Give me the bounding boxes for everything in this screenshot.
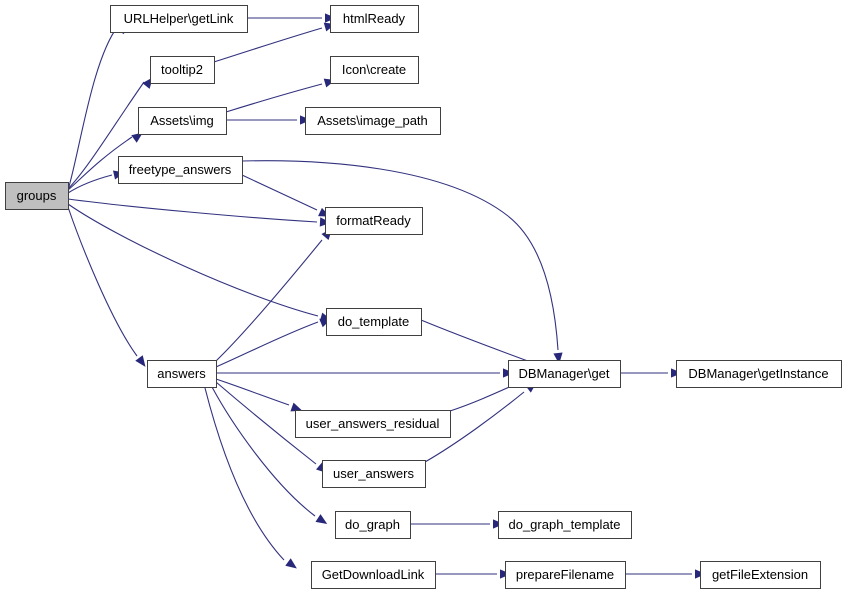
node-tooltip2[interactable]: tooltip2 — [150, 56, 215, 84]
node-getfileextension[interactable]: getFileExtension — [700, 561, 821, 589]
edge-user_answers-to-dbmanager_get — [424, 391, 525, 463]
node-box-user_answers_residual[interactable] — [295, 410, 451, 438]
node-groups[interactable]: groups — [5, 182, 69, 210]
edge-answers-to-user_answers — [215, 381, 317, 465]
edge-groups-to-tooltip2 — [67, 81, 145, 190]
edge-answers-to-getdownloadlink — [204, 387, 285, 561]
node-freetype_answers[interactable]: freetype_answers — [118, 156, 243, 184]
node-box-formatready[interactable] — [325, 207, 423, 235]
edges-layer — [67, 17, 692, 575]
node-box-preparefilename[interactable] — [505, 561, 626, 589]
edge-groups-to-do_template — [67, 203, 319, 317]
node-box-dbmanager_get[interactable] — [508, 360, 621, 388]
edge-answers-to-user_answers_residual — [215, 378, 290, 406]
node-box-assets_image_path[interactable] — [305, 107, 441, 135]
edge-do_template-to-dbmanager_get — [420, 319, 537, 365]
node-user_answers_residual[interactable]: user_answers_residual — [295, 410, 451, 438]
edge-groups-to-formatready — [67, 198, 318, 223]
edge-groups-to-freetype_answers — [67, 174, 113, 194]
node-box-assets_img[interactable] — [138, 107, 227, 135]
node-formatready[interactable]: formatReady — [325, 207, 423, 235]
edge-answers-to-formatready — [215, 239, 323, 362]
node-icon_create[interactable]: Icon\create — [330, 56, 419, 84]
edge-groups-to-answers — [67, 206, 138, 357]
node-box-do_graph_template[interactable] — [498, 511, 632, 539]
node-box-urlhelper_getlink[interactable] — [110, 5, 248, 33]
node-box-tooltip2[interactable] — [150, 56, 215, 84]
edge-answers-to-do_template — [215, 321, 319, 368]
edge-tooltip2-to-htmlready — [213, 27, 323, 63]
arrowhead-groups-answers — [135, 355, 146, 367]
arrowheads-layer — [112, 13, 706, 579]
node-dbmanager_getinstance[interactable]: DBManager\getInstance — [676, 360, 842, 388]
node-box-user_answers[interactable] — [322, 460, 426, 488]
nodes-layer: groups URLHelper\getLink htmlReady tooltip2… — [5, 5, 842, 589]
node-dbmanager_get[interactable]: DBManager\get — [508, 360, 621, 388]
edge-assets_img-to-icon_create — [225, 83, 323, 113]
node-getdownloadlink[interactable]: GetDownloadLink — [311, 561, 436, 589]
node-preparefilename[interactable]: prepareFilename — [505, 561, 626, 589]
node-box-getdownloadlink[interactable] — [311, 561, 436, 589]
node-box-do_template[interactable] — [326, 308, 422, 336]
edge-freetype_answers-to-formatready — [241, 174, 318, 211]
node-box-dbmanager_getinstance[interactable] — [676, 360, 842, 388]
node-htmlready[interactable]: htmlReady — [330, 5, 419, 33]
node-do_graph[interactable]: do_graph — [335, 511, 411, 539]
node-box-freetype_answers[interactable] — [118, 156, 243, 184]
edge-freetype_answers-to-dbmanager_get — [241, 160, 559, 351]
node-do_template[interactable]: do_template — [326, 308, 422, 336]
edge-groups-to-assets_img — [67, 136, 133, 191]
node-box-groups[interactable] — [5, 182, 69, 210]
node-urlhelper_getlink[interactable]: URLHelper\getLink — [110, 5, 248, 33]
node-assets_img[interactable]: Assets\img — [138, 107, 227, 135]
node-box-do_graph[interactable] — [335, 511, 411, 539]
edge-groups-to-urlhelper_getlink — [67, 25, 119, 191]
arrowhead-answers-do-graph — [315, 514, 328, 524]
edge-answers-to-do_graph — [211, 386, 316, 517]
node-box-icon_create[interactable] — [330, 56, 419, 84]
node-answers[interactable]: answers — [147, 360, 217, 388]
node-box-answers[interactable] — [147, 360, 217, 388]
node-assets_image_path[interactable]: Assets\image_path — [305, 107, 441, 135]
arrowhead-answers-getdownloadlink — [285, 558, 297, 569]
arrowhead-freetype-dbget — [553, 352, 563, 364]
node-do_graph_template[interactable]: do_graph_template — [498, 511, 632, 539]
node-box-htmlready[interactable] — [330, 5, 419, 33]
node-box-getfileextension[interactable] — [700, 561, 821, 589]
arrowhead-answers-user-answers-residual — [290, 402, 303, 412]
node-user_answers[interactable]: user_answers — [322, 460, 426, 488]
arrowhead-groups-assets-img — [131, 132, 143, 143]
